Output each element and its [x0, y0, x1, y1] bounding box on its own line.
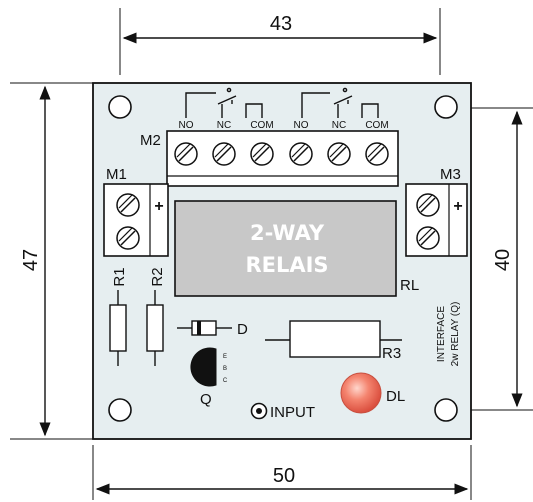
- interface-text: INTERFACE 2w RELAY (Q): [436, 302, 461, 367]
- screw-terminal-m3-1: [416, 193, 440, 217]
- m1-label: M1: [106, 166, 127, 183]
- transistor-pin-c: C: [223, 378, 228, 384]
- dimension-top: 43: [119, 8, 441, 75]
- screw-terminal-m2-2: [212, 142, 236, 166]
- m1-plus-label: +: [154, 198, 163, 215]
- m3-plus-label: +: [453, 198, 462, 215]
- m3-label: M3: [440, 166, 461, 183]
- m2-label: M2: [140, 132, 161, 149]
- interface-line1: INTERFACE: [436, 306, 447, 362]
- r2-label: R2: [149, 267, 166, 286]
- dl-label: DL: [386, 388, 405, 405]
- led-dl: DL: [340, 372, 405, 414]
- screw-terminal-m3-2: [416, 226, 440, 250]
- resistor-r2: R2: [146, 267, 166, 366]
- screw-terminal-m2-4: [289, 142, 313, 166]
- terminal-block-m3: +: [405, 183, 468, 257]
- mounting-hole-top-left: [108, 95, 132, 119]
- screw-terminal-m1-1: [116, 193, 140, 217]
- dimension-top-label: 43: [270, 13, 292, 35]
- screw-terminal-m2-6: [365, 142, 389, 166]
- screw-terminal-m1-2: [116, 226, 140, 250]
- relay-contact-symbol-2: [301, 87, 379, 118]
- dimension-right-label: 40: [492, 249, 514, 271]
- d-label: D: [237, 321, 248, 338]
- dimension-bottom-label: 50: [273, 465, 295, 487]
- terminal-label-com-2: COM: [365, 120, 388, 131]
- terminal-label-nc-2: NC: [332, 120, 346, 131]
- transistor-pin-b: B: [223, 366, 227, 372]
- input-pad: INPUT: [250, 402, 315, 421]
- terminal-label-nc-1: NC: [217, 120, 231, 131]
- r3-label: R3: [382, 345, 401, 362]
- dimension-left: 47: [10, 82, 93, 440]
- terminal-label-com-1: COM: [250, 120, 273, 131]
- mounting-hole-top-right: [434, 95, 458, 119]
- relay-body: 2-WAY RELAIS: [174, 200, 397, 297]
- terminal-block-m2: [166, 130, 399, 187]
- terminal-label-no-1: NO: [179, 120, 194, 131]
- relay-title-line1: 2-WAY: [250, 221, 325, 245]
- terminal-label-no-2: NO: [294, 120, 309, 131]
- transistor-pin-e: E: [223, 354, 227, 360]
- q-label: Q: [200, 391, 212, 408]
- resistor-r1: R1: [109, 267, 128, 366]
- screw-terminal-m2-5: [327, 142, 351, 166]
- terminal-block-m1: +: [103, 183, 169, 257]
- mounting-hole-bottom-left: [108, 398, 132, 422]
- interface-line2: 2w RELAY (Q): [450, 302, 461, 367]
- input-label: INPUT: [270, 404, 315, 421]
- terminal-labels: NO NC COM NO NC COM: [179, 120, 389, 131]
- r1-label: R1: [111, 267, 128, 286]
- mounting-hole-bottom-right: [434, 398, 458, 422]
- screw-terminal-m2-3: [250, 142, 274, 166]
- dimension-left-label: 47: [20, 249, 42, 271]
- screw-terminal-m2-1: [174, 142, 198, 166]
- relay-contact-symbol-1: [185, 87, 263, 118]
- relay-title-line2: RELAIS: [245, 253, 328, 277]
- dimension-bottom: 50: [92, 445, 472, 500]
- rl-label: RL: [400, 277, 419, 294]
- diode-d: D: [177, 320, 248, 338]
- transistor-q: E B C Q: [190, 347, 228, 408]
- resistor-r3: R3: [265, 320, 402, 362]
